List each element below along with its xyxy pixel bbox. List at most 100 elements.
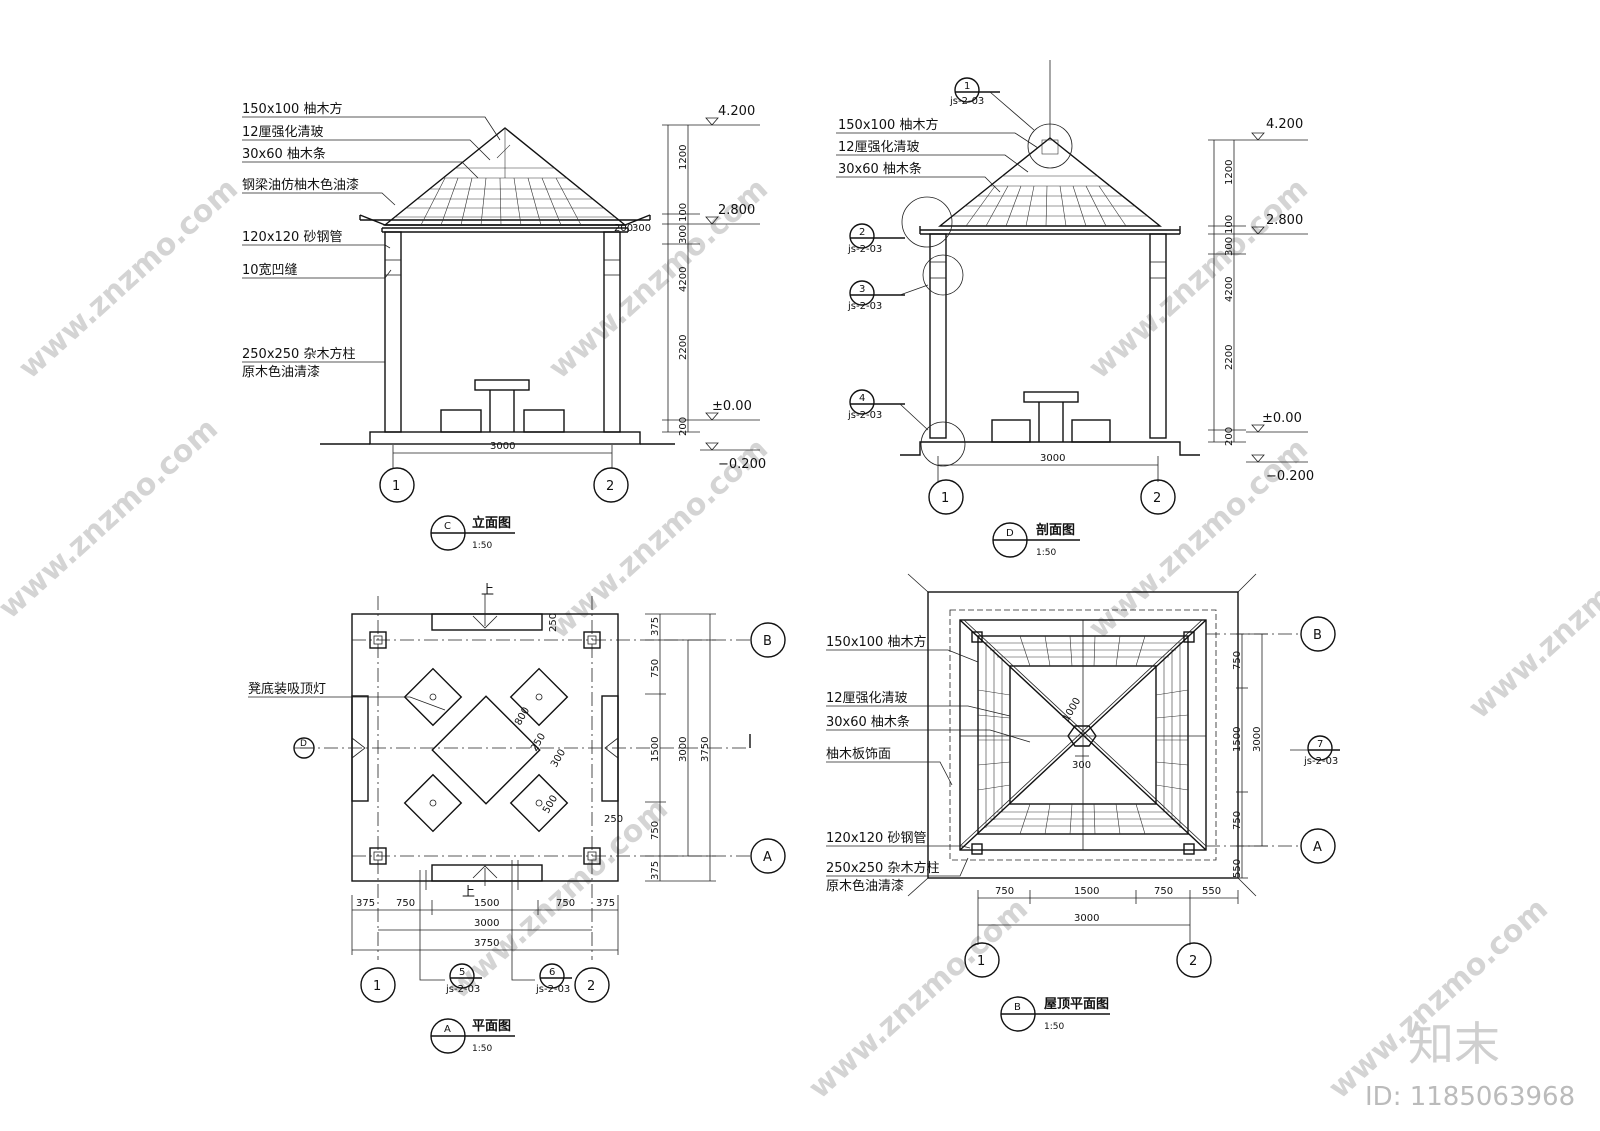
plan-dim-right-750-bot: 750 — [650, 821, 661, 840]
section-tag-3-ref: js-2-03 — [847, 301, 882, 312]
watermark-text: www.znzmo.com — [1322, 891, 1555, 1106]
roof-dim-right-3000: 3000 — [1252, 727, 1263, 752]
elevation-level-neg200: −0.200 — [718, 457, 766, 472]
plan-drawing: 上 上 D 凳底装吸顶灯 250 800 — [248, 583, 786, 1054]
watermark-text: www.znzmo.com — [802, 891, 1035, 1106]
watermark-text: www.znzmo.com — [12, 171, 245, 386]
elevation-dim-1200: 1200 — [678, 145, 689, 170]
plan-title: 平面图 — [472, 1019, 511, 1034]
roof-dim-bottom-3000: 3000 — [1074, 913, 1099, 924]
plan-tag-6-ref: js-2-03 — [535, 984, 570, 995]
roof-dim-right-750-bot: 750 — [1232, 811, 1243, 830]
section-level-4200: 4.200 — [1266, 117, 1303, 132]
section-dim-300: 300 — [1224, 237, 1235, 256]
elevation-label-column: 250x250 杂木方柱 — [242, 346, 355, 362]
roof-dim-center-300: 300 — [1072, 760, 1091, 771]
plan-up-top: 上 — [481, 583, 494, 598]
section-dim-100: 100 — [1224, 215, 1235, 234]
section-dim-1200: 1200 — [1224, 160, 1235, 185]
roof-dim-bottom-1500: 1500 — [1074, 886, 1099, 897]
section-tag-1-ref: js-2-03 — [949, 96, 984, 107]
roof-tag-7-ref: js-2-03 — [1303, 756, 1338, 767]
roof-axis-b: B — [1313, 628, 1322, 643]
elevation-level-0: ±0.00 — [712, 399, 752, 414]
section-dim-4200: 4200 — [1224, 277, 1235, 302]
section-drawing: 1 js-2-03 2 js-2-03 3 js-2-03 4 js-2-03 … — [836, 60, 1314, 558]
elevation-label-groove: 10宽凹缝 — [242, 262, 298, 278]
section-title: 剖面图 — [1036, 522, 1075, 538]
roof-dim-bottom-750-left: 750 — [995, 886, 1014, 897]
elevation-axis-2: 2 — [606, 479, 614, 494]
image-id-text: ID: 1185063968 — [1365, 1082, 1575, 1112]
plan-axis-b: B — [763, 634, 772, 649]
elevation-dim-4200: 4200 — [678, 267, 689, 292]
elevation-dim-small-300: 300 — [632, 223, 651, 234]
section-tag-4-num: 4 — [859, 393, 865, 404]
elevation-dim-2200: 2200 — [678, 335, 689, 360]
section-tag-2-num: 2 — [859, 227, 865, 238]
section-label-teak-beam: 150x100 柚木方 — [838, 117, 938, 133]
plan-dim-right-750-top: 750 — [650, 659, 661, 678]
elevation-label-steel-paint: 钢梁油仿柚木色油漆 — [242, 177, 359, 193]
elevation-dim-small-200: 200 — [614, 223, 633, 234]
roof-label-teak-beam: 150x100 柚木方 — [826, 634, 926, 650]
plan-tag-6-num: 6 — [549, 967, 555, 978]
plan-dim-bottom-375-right: 375 — [596, 898, 615, 909]
elevation-label-steel-pipe: 120x120 砂钢管 — [242, 230, 342, 245]
roof-axis-1: 1 — [977, 954, 985, 969]
roof-label-teak-board: 柚木板饰面 — [826, 747, 891, 762]
elevation-label-varnish: 原木色油清漆 — [242, 364, 320, 380]
elevation-axis-1: 1 — [392, 479, 400, 494]
roof-label-glass: 12厘强化清玻 — [826, 691, 908, 706]
elevation-title-id: C — [444, 521, 451, 532]
plan-dim-bottom-750-right: 750 — [556, 898, 575, 909]
elevation-label-teak-beam: 150x100 柚木方 — [242, 101, 342, 117]
roof-dim-right-550: 550 — [1232, 859, 1243, 878]
section-dim-2200: 2200 — [1224, 345, 1235, 370]
plan-dim-bottom-1500: 1500 — [474, 898, 499, 909]
section-tag-3-num: 3 — [859, 284, 865, 295]
plan-dim-inner-300: 300 — [549, 747, 568, 769]
roof-label-varnish: 原木色油清漆 — [826, 878, 904, 894]
plan-dim-bottom-750-left: 750 — [396, 898, 415, 909]
roof-axis-a: A — [1313, 840, 1322, 855]
roof-dim-right-1500: 1500 — [1232, 727, 1243, 752]
watermark-text: www.znzmo.com — [1082, 171, 1315, 386]
plan-dim-right-1500: 1500 — [650, 737, 661, 762]
roof-plan-drawing: 1000 300 150x100 柚木方 12厘强化清玻 30x60 柚木条 柚… — [826, 573, 1340, 1032]
roof-dim-bottom-550: 550 — [1202, 886, 1221, 897]
plan-tag-5-ref: js-2-03 — [445, 984, 480, 995]
roof-title: 屋顶平面图 — [1044, 997, 1109, 1012]
roof-label-column: 250x250 杂木方柱 — [826, 860, 939, 876]
watermark-text: www.znzmo.com — [0, 411, 225, 626]
plan-dim-inner-250-bot: 250 — [604, 814, 623, 825]
roof-label-teak-strip: 30x60 柚木条 — [826, 714, 910, 730]
section-tag-4-ref: js-2-03 — [847, 410, 882, 421]
plan-dim-inner-250-mid: 250 — [529, 731, 548, 753]
plan-axis-1: 1 — [373, 979, 381, 994]
elevation-scale: 1:50 — [472, 541, 492, 551]
plan-dim-right-375-top: 375 — [650, 617, 661, 636]
plan-section-mark: D — [300, 739, 307, 749]
section-tag-1-num: 1 — [964, 81, 970, 92]
roof-dim-bottom-750-right: 750 — [1154, 886, 1173, 897]
elevation-dim-100: 100 — [678, 203, 689, 222]
plan-title-id: A — [444, 1024, 451, 1035]
plan-dim-bottom-3000: 3000 — [474, 918, 499, 929]
elevation-width-dim: 3000 — [490, 441, 515, 452]
section-width-dim: 3000 — [1040, 453, 1065, 464]
section-label-teak-strip: 30x60 柚木条 — [838, 161, 922, 177]
plan-dim-right-375-bot: 375 — [650, 861, 661, 880]
plan-label-lamp: 凳底装吸顶灯 — [248, 681, 326, 697]
section-level-neg200: −0.200 — [1266, 469, 1314, 484]
plan-dim-inner-250-top: 250 — [548, 613, 559, 632]
section-axis-1: 1 — [941, 491, 949, 506]
roof-tag-7-num: 7 — [1317, 739, 1323, 750]
roof-axis-2: 2 — [1189, 954, 1197, 969]
section-level-2800: 2.800 — [1266, 213, 1303, 228]
elevation-title: 立面图 — [472, 515, 511, 531]
section-scale: 1:50 — [1036, 548, 1056, 558]
roof-scale: 1:50 — [1044, 1022, 1064, 1032]
roof-title-id: B — [1014, 1002, 1021, 1013]
